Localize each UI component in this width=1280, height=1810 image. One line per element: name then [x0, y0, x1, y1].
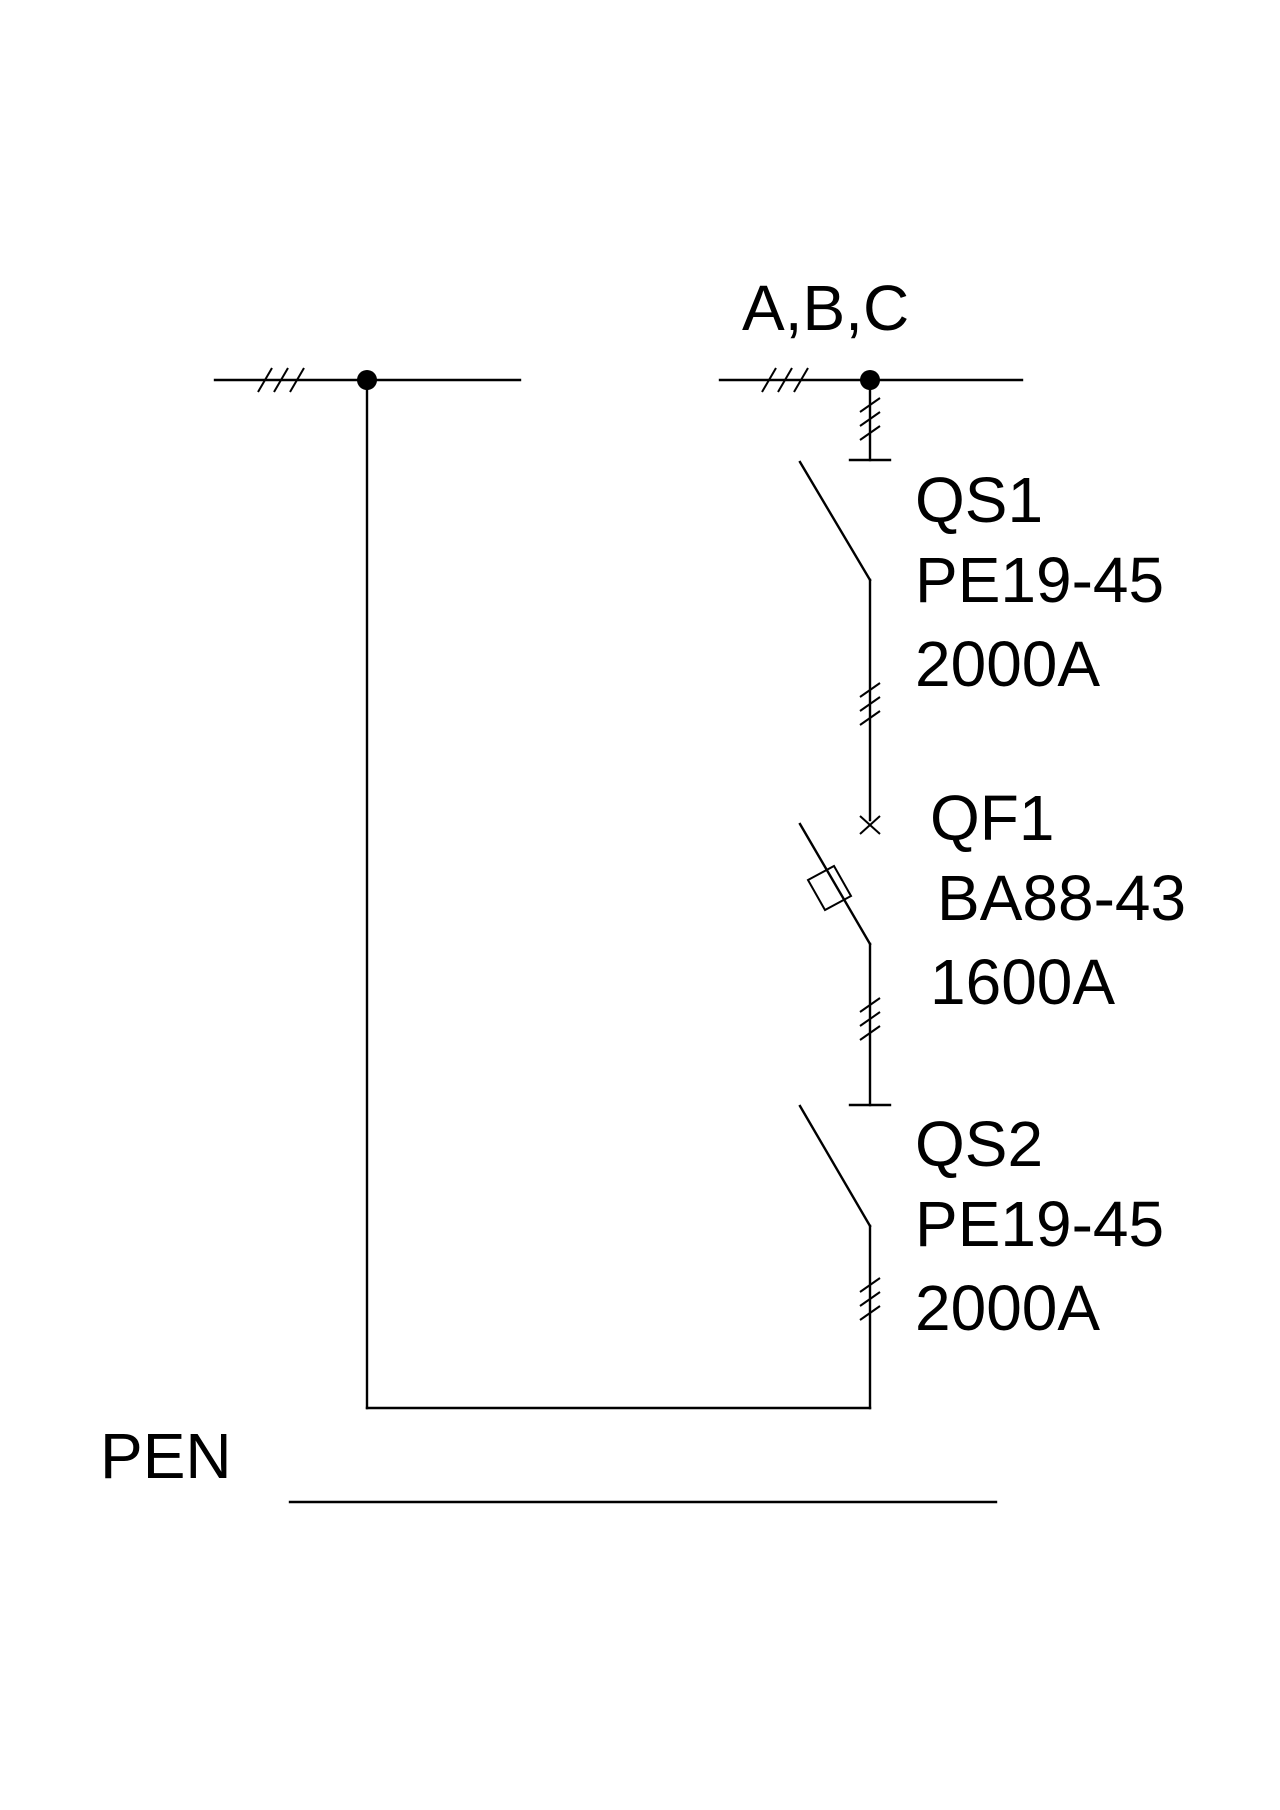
- bus-label: A,B,C: [742, 272, 909, 344]
- qs2-designation: QS2: [915, 1108, 1043, 1180]
- qf1-designation: QF1: [930, 782, 1054, 854]
- qf1-breaker-cross: [859, 815, 881, 835]
- qf1-type: BA88-43: [937, 862, 1186, 934]
- three-phase-tick: [859, 710, 881, 726]
- three-phase-tick: [859, 682, 881, 698]
- three-phase-tick: [859, 411, 881, 427]
- three-phase-tick: [761, 367, 777, 393]
- three-phase-tick: [289, 367, 305, 393]
- qf1-breaker-blade: [798, 822, 872, 946]
- qs1-type: PE19-45: [915, 544, 1164, 616]
- right-branch: [798, 378, 892, 1410]
- qs2-switch-blade: [798, 1104, 872, 1228]
- pen-label: PEN: [100, 1420, 232, 1492]
- three-phase-tick: [859, 425, 881, 441]
- three-phase-tick: [859, 1025, 881, 1041]
- three-phase-tick: [273, 367, 289, 393]
- qf1-rating: 1600A: [930, 946, 1115, 1018]
- qs1-rating: 2000A: [915, 628, 1100, 700]
- qs2-type: PE19-45: [915, 1188, 1164, 1260]
- three-phase-tick: [859, 397, 881, 413]
- three-phase-tick: [257, 367, 273, 393]
- qs1-designation: QS1: [915, 464, 1043, 536]
- three-phase-tick: [859, 1011, 881, 1027]
- three-phase-tick: [859, 997, 881, 1013]
- qs1-switch-blade: [798, 460, 872, 582]
- three-phase-tick: [777, 367, 793, 393]
- three-phase-tick: [859, 1305, 881, 1321]
- three-phase-tick: [859, 1291, 881, 1307]
- three-phase-tick: [793, 367, 809, 393]
- three-phase-tick: [859, 696, 881, 712]
- qf1-release-element: [806, 864, 853, 912]
- qs2-rating: 2000A: [915, 1272, 1100, 1344]
- three-phase-tick: [859, 1277, 881, 1293]
